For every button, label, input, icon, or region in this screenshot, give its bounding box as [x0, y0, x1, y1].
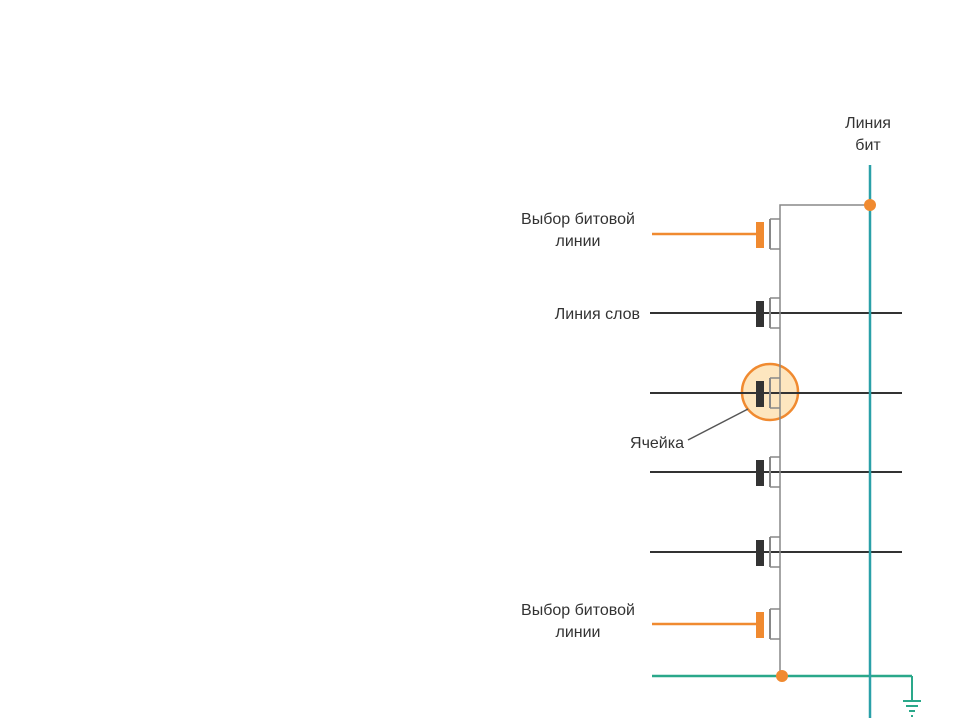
cell-pointer [687, 408, 749, 441]
select-bottom-label-2: линии [556, 624, 601, 641]
bit-line-label-2: бит [855, 137, 881, 154]
select-gate-top [756, 222, 764, 248]
cell-gate-1 [756, 301, 764, 327]
select-bottom-label-1: Выбор битовой [521, 602, 635, 619]
select-top-label-1: Выбор битовой [521, 211, 635, 228]
chain-wire [770, 204, 870, 676]
cell-gate-4 [756, 540, 764, 566]
cell-gate-3 [756, 460, 764, 486]
ground-symbol-icon [903, 700, 921, 717]
cell-gate-2 [756, 381, 764, 407]
select-gate-bottom [756, 612, 764, 638]
select-top-label-2: линии [556, 233, 601, 250]
cell-label: Ячейка [630, 435, 684, 452]
word-line-label: Линия слов [555, 306, 640, 323]
ground-node [776, 670, 788, 682]
bit-line-node [864, 199, 876, 211]
bit-line-label-1: Линия [845, 115, 891, 132]
